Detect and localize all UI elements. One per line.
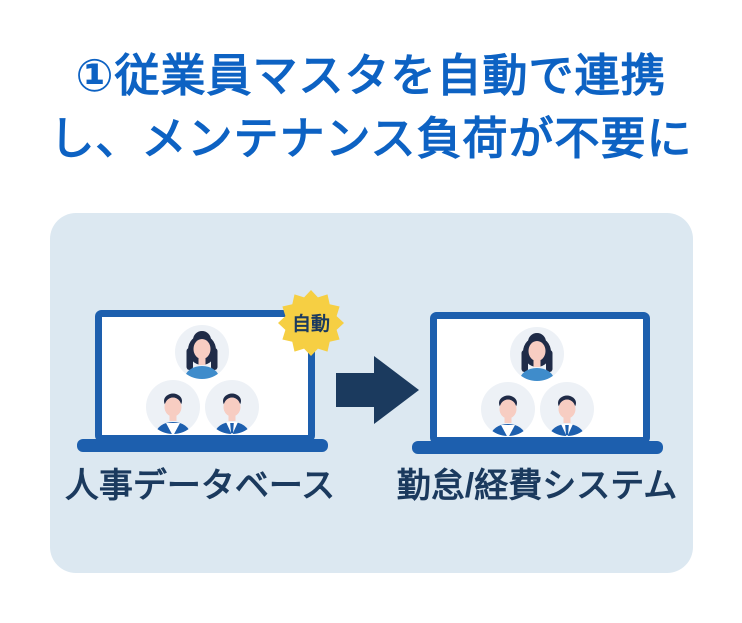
auto-badge: 自動: [278, 290, 344, 356]
laptop-icon: [77, 310, 328, 452]
target-system-label: 勤怠/経費システム: [396, 467, 678, 505]
laptop-base: [77, 439, 328, 452]
avatar-male-icon: [540, 382, 594, 436]
avatar-female-icon: [510, 327, 564, 381]
avatar-male-icon: [205, 380, 259, 434]
avatar-male-icon: [481, 382, 535, 436]
title-line-1: ①従業員マスタを自動で連携: [75, 50, 667, 101]
auto-badge-label: 自動: [292, 312, 330, 335]
laptop-base: [412, 441, 663, 454]
avatar-male-icon: [146, 380, 200, 434]
title-line-2: し、メンテナンス負荷が不要に: [49, 113, 693, 164]
arrow-right-icon: [336, 356, 419, 424]
diagram-panel: 自動 人事データベース 勤怠/経費システム: [50, 213, 693, 573]
starburst-icon: [278, 290, 344, 356]
source-system-label: 人事データベース: [64, 467, 336, 505]
page-title: ①従業員マスタを自動で連携 し、メンテナンス負荷が不要に: [0, 44, 742, 170]
avatar-female-icon: [175, 325, 229, 379]
laptop-icon: [412, 312, 663, 454]
